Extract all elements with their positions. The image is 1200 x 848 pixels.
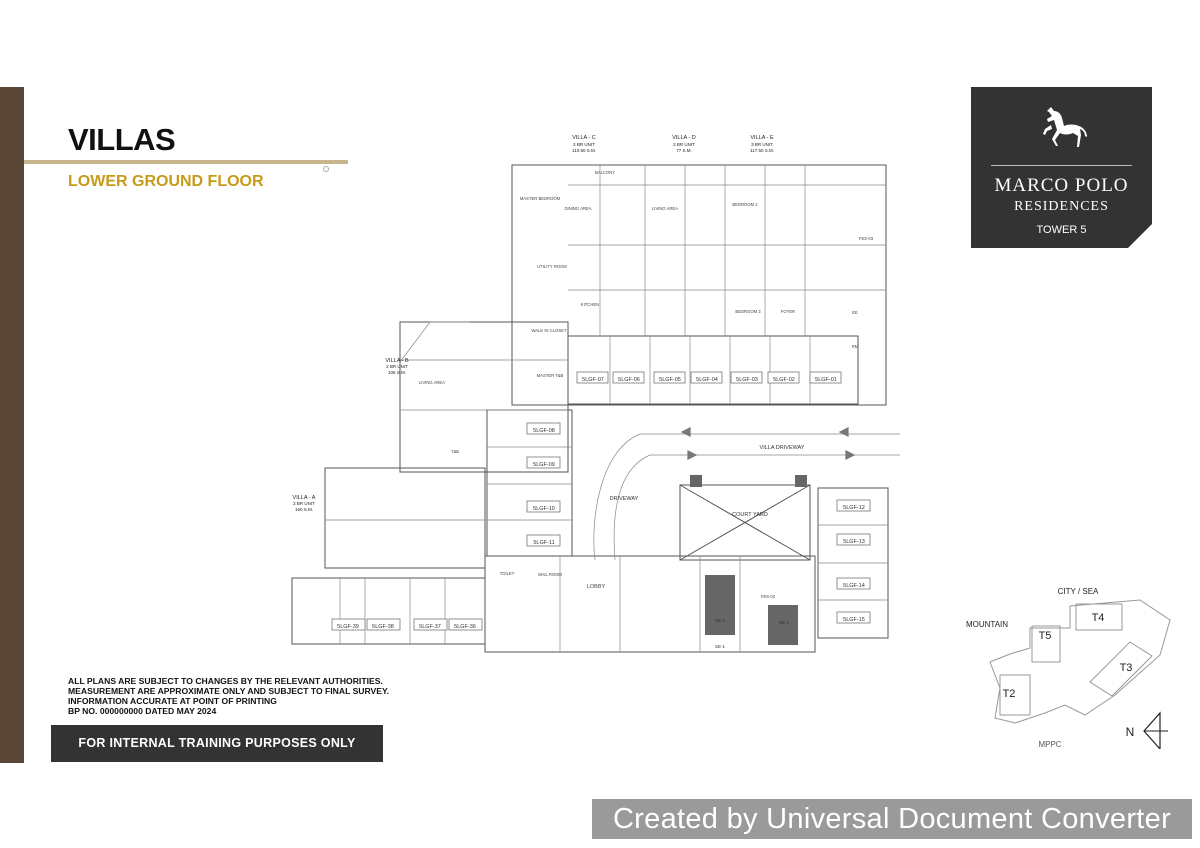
north-arrow-icon: N [1126,711,1168,749]
keyplan-t3: T3 [1120,662,1133,674]
room-mail-room: MAIL ROOM [538,572,562,577]
room-fes-02: FES-02 [761,594,776,599]
room-living-area: LIVING AREA [652,206,678,211]
keyplan-t5: T5 [1039,630,1052,642]
key-plan: CITY / SEA MOUNTAIN T5 T4 T3 T2 MPPC N [966,587,1171,749]
villa-c-unit: 2 BR UNIT [573,142,595,147]
space-5lgf-13: 5LGF-13 [843,539,865,545]
villa-d-area: 77 S.M. [676,148,692,153]
villa-e-unit: 3 BR UNIT [751,142,773,147]
keyplan-mppc: MPPC [1038,740,1061,749]
space-5lgf-36: 5LGF-36 [454,624,476,630]
converter-watermark: Created by Universal Document Converter [592,799,1192,839]
room-balcony: BALCONY [595,170,615,175]
disclaimer-line: MEASUREMENT ARE APPROXIMATE ONLY AND SUB… [68,686,390,696]
room-rm: RM [852,344,859,349]
room-ee: EE [852,310,858,315]
page-subtitle: LOWER GROUND FLOOR [68,173,264,190]
room-lobby: LOBBY [587,584,606,590]
logo-brand: MARCO POLO [994,175,1129,196]
internal-use-banner: FOR INTERNAL TRAINING PURPOSES ONLY [51,725,383,762]
title-underline [24,160,348,164]
room-bedroom-2: BEDROOM 2 [732,202,758,207]
room-dining-area: DINING AREA [565,206,592,211]
keyplan-mountain: MOUNTAIN [966,620,1008,629]
keyplan-city-sea: CITY / SEA [1058,587,1099,596]
logo-corner-cut [1128,224,1152,248]
left-accent-bar [0,87,24,763]
space-5lgf-07: 5LGF-07 [582,377,604,383]
space-5lgf-10: 5LGF-10 [533,506,555,512]
space-5lgf-38: 5LGF-38 [372,624,394,630]
villa-driveway-label: VILLA DRIVEWAY [760,445,805,451]
room-bedroom-3: BEDROOM 3 [735,309,761,314]
space-5lgf-04: 5LGF-04 [696,377,718,383]
room-fes-03: FES-03 [859,236,874,241]
room-walk-in-closet: WALK IN CLOSET [532,328,567,333]
villa-c-name: VILLA - C [572,135,596,141]
villa-a-unit: 2 BR UNIT [293,501,315,506]
space-5lgf-05: 5LGF-05 [659,377,681,383]
elevator-3: SE-1 [779,620,790,625]
disclaimer-line: INFORMATION ACCURATE AT POINT OF PRINTIN… [68,696,277,706]
villa-e-name: VILLA - E [750,135,774,141]
north-label: N [1126,725,1135,739]
villa-b-unit: 2 BR UNIT [386,364,408,369]
villa-e-area: 117.50 S.M. [750,148,774,153]
space-5lgf-12: 5LGF-12 [843,505,865,511]
logo-subbrand: RESIDENCES [1014,199,1109,214]
villa-d-name: VILLA - D [672,135,696,141]
underline-dot [323,166,329,172]
disclaimer-notes: ALL PLANS ARE SUBJECT TO CHANGES BY THE … [68,676,389,716]
room-foyer: FOYER [781,309,795,314]
space-5lgf-09: 5LGF-09 [533,462,555,468]
villa-d-unit: 2 BR UNIT [673,142,695,147]
keyplan-t2: T2 [1003,688,1016,700]
villa-c-area: 110.50 S.M. [572,148,596,153]
logo-tower: TOWER 5 [1036,224,1087,236]
villa-a-area: 160 S.M. [295,507,313,512]
room-master-tb: MASTER T&B [537,373,564,378]
disclaimer-line: BP NO. 000000000 DATED MAY 2024 [68,706,217,716]
room-toilet: TOILET [500,571,515,576]
space-5lgf-39: 5LGF-39 [337,624,359,630]
courtyard-label: COURT YARD [732,512,768,518]
page-title: VILLAS [68,122,176,157]
logo-divider [991,165,1132,166]
space-5lgf-03: 5LGF-03 [736,377,758,383]
space-5lgf-01: 5LGF-01 [815,377,837,383]
room-tb: T&B [451,449,459,454]
villa-b-name: VILLA - B [385,358,409,364]
space-5lgf-15: 5LGF-15 [843,617,865,623]
room-kitchen: KITCHEN [581,302,599,307]
floor-plan: 5LGF-07 5LGF-06 5LGF-05 5LGF-04 5LGF-03 … [291,135,900,653]
villa-b-area: 106 S.M. [388,370,406,375]
driveway-label: DRIVEWAY [610,496,639,502]
keyplan-t4: T4 [1092,612,1105,624]
elevator-1: SE-1 [715,618,726,623]
room-living-dining: LIVING AREA [419,380,445,385]
space-5lgf-14: 5LGF-14 [843,583,865,589]
brand-logo: MARCO POLO RESIDENCES TOWER 5 [971,87,1152,248]
horse-icon [1043,107,1087,147]
space-5lgf-11: 5LGF-11 [533,540,554,546]
disclaimer-line: ALL PLANS ARE SUBJECT TO CHANGES BY THE … [68,676,383,686]
space-5lgf-08: 5LGF-08 [533,428,555,434]
space-5lgf-37: 5LGF-37 [419,624,441,630]
elevator-2: SE-1 [715,644,726,649]
room-master-bedroom: MASTER BEDROOM [520,196,561,201]
villa-a-name: VILLA - A [293,495,316,501]
space-5lgf-02: 5LGF-02 [773,377,795,383]
room-utility-room: UTILITY ROOM [537,264,567,269]
space-5lgf-06: 5LGF-06 [618,377,640,383]
